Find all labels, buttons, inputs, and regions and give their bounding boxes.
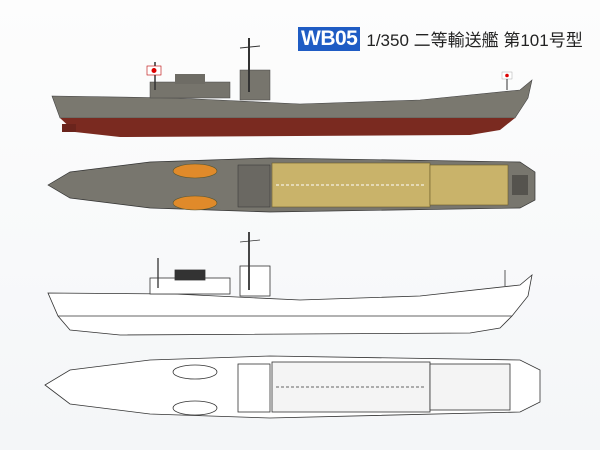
line-top-view — [44, 355, 541, 419]
title: WB05 1/350 二等輸送艦 第101号型 — [298, 26, 583, 51]
product-code-badge: WB05 — [298, 26, 361, 51]
product-title: 1/350 二等輸送艦 第101号型 — [366, 31, 583, 50]
line-side-profile — [47, 232, 533, 336]
color-side-profile — [51, 38, 533, 137]
color-top-view — [47, 157, 536, 213]
